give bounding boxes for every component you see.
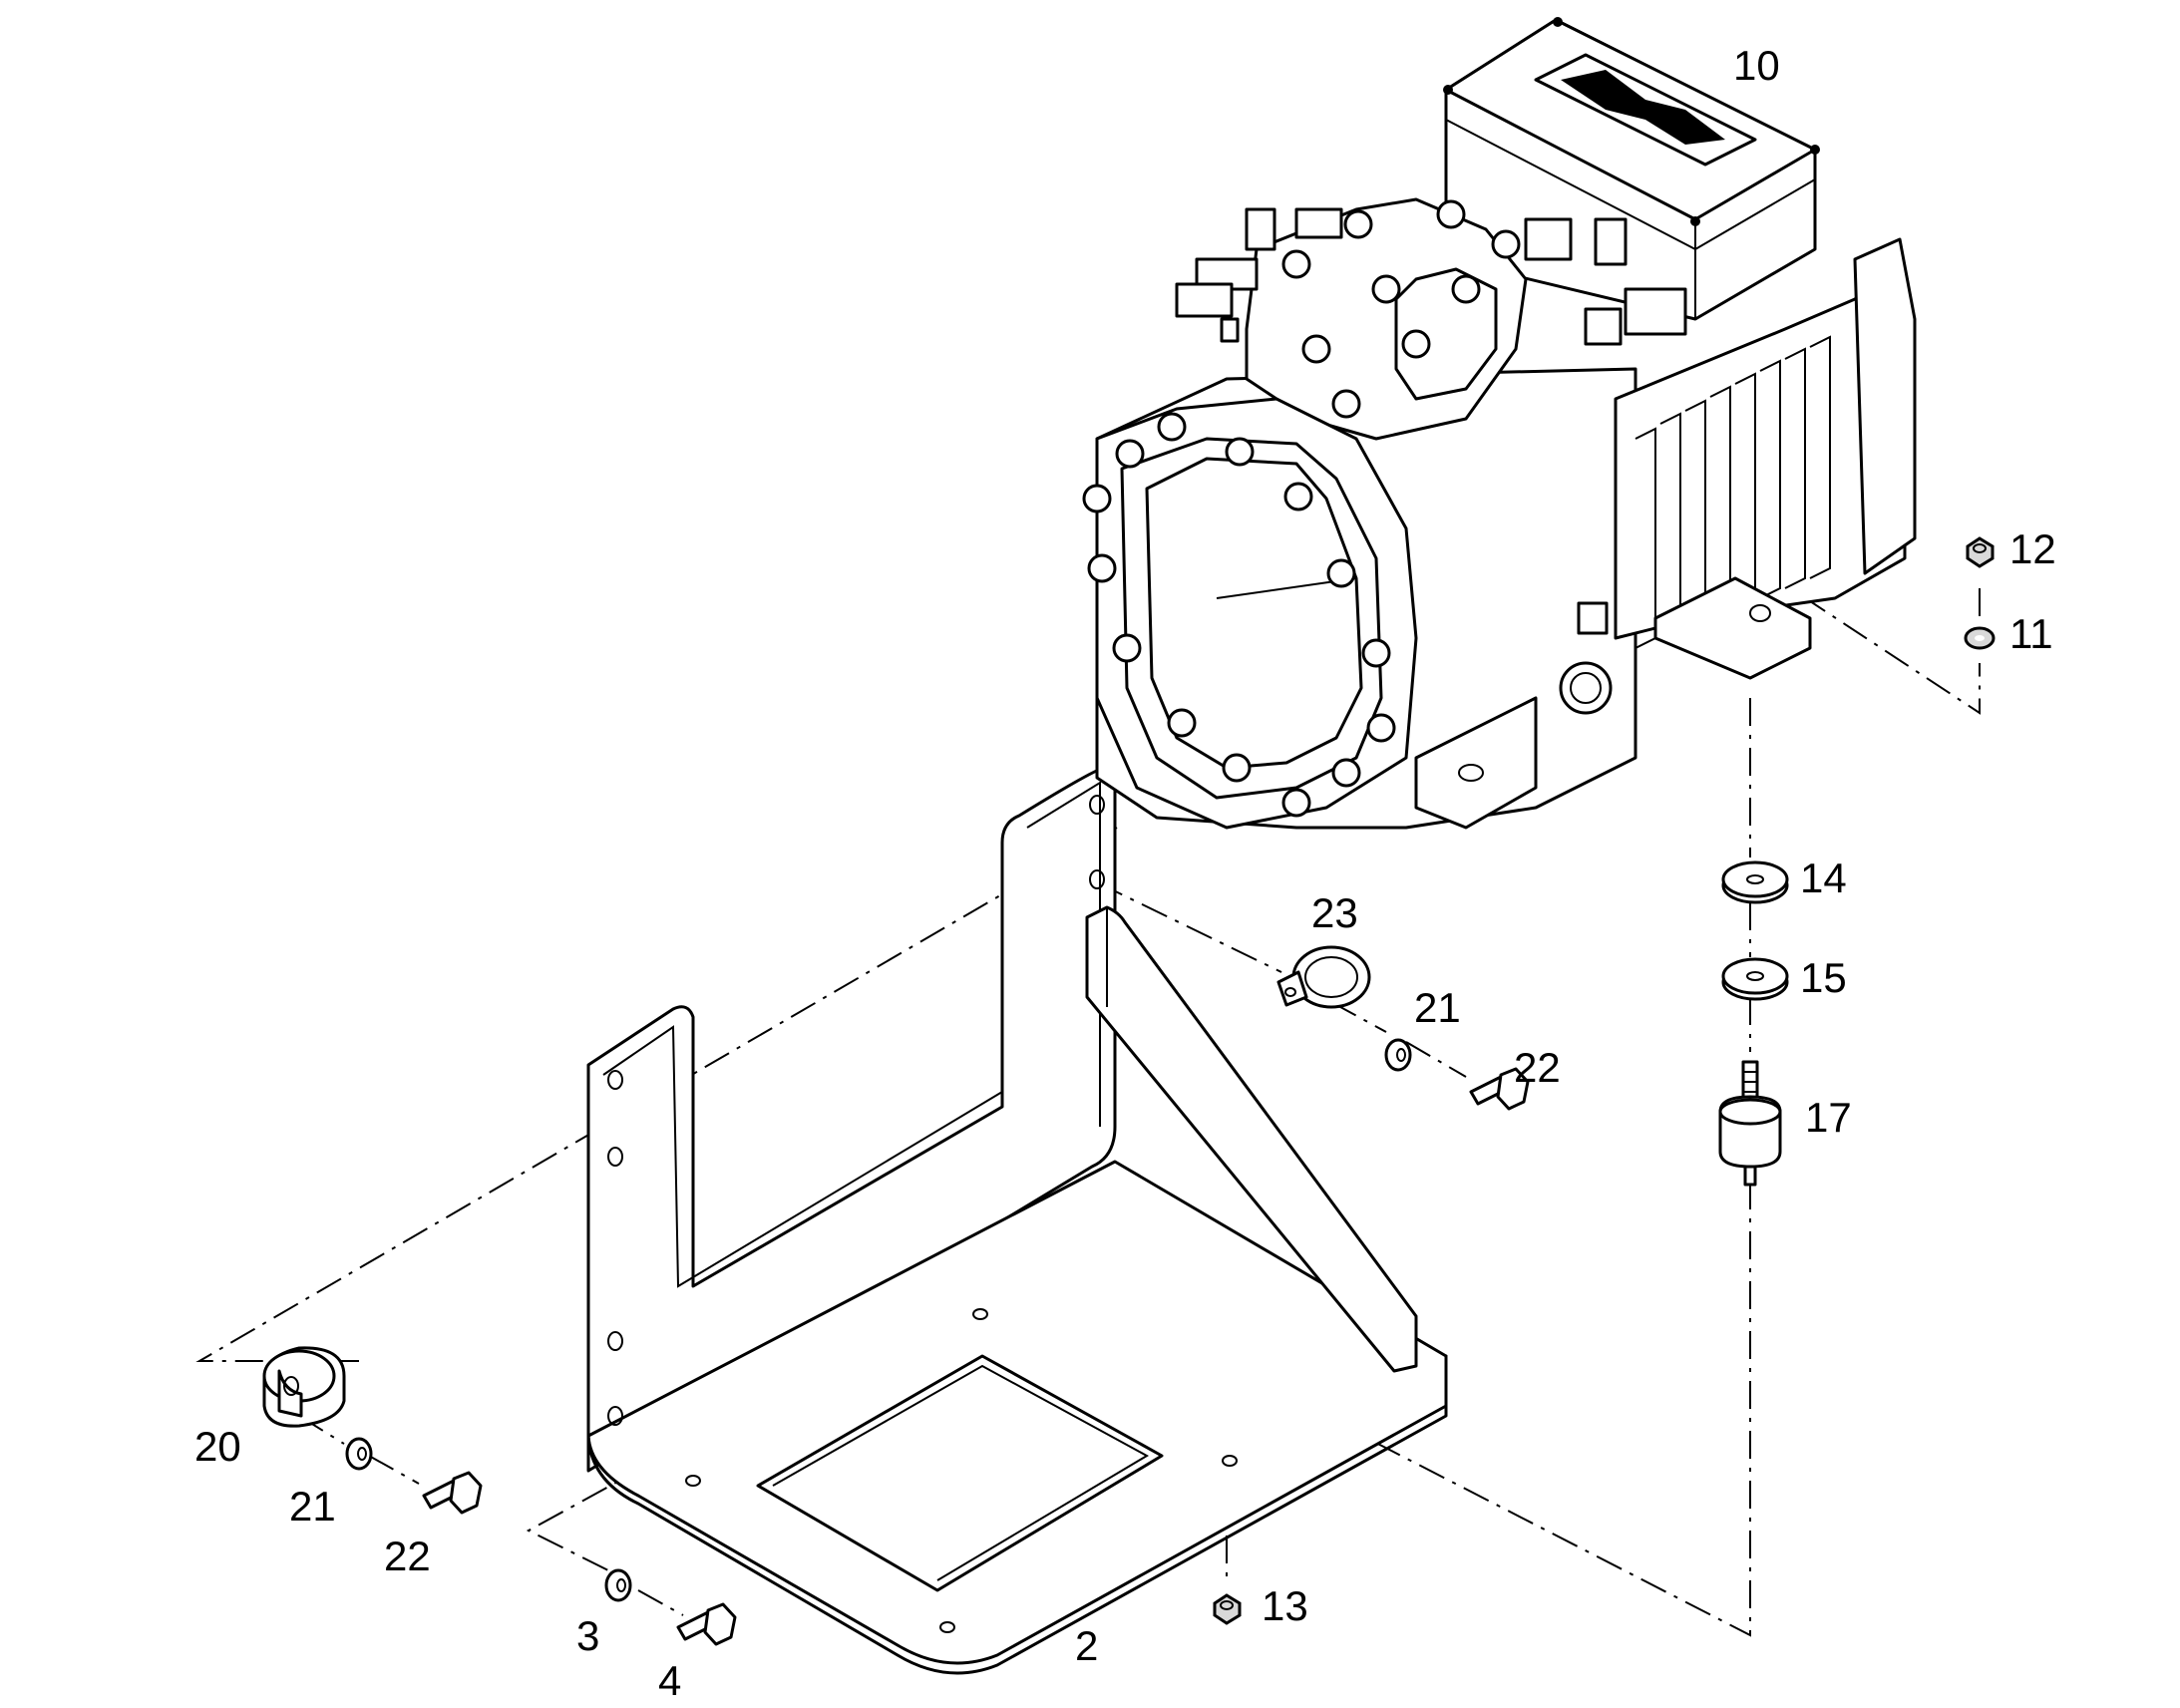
grommet-20 xyxy=(262,1346,346,1428)
callout-20: 20 xyxy=(194,1423,241,1470)
callout-22-right: 22 xyxy=(1514,1044,1561,1091)
logo-mark xyxy=(1561,70,1725,145)
callout-13: 13 xyxy=(1262,1582,1308,1629)
nut-13 xyxy=(1213,1593,1242,1625)
washer-21-right xyxy=(1384,1038,1412,1072)
nut-12 xyxy=(1966,536,1995,568)
head-bolts xyxy=(1281,199,1521,419)
callout-21-left: 21 xyxy=(289,1483,336,1530)
callout-14: 14 xyxy=(1800,854,1847,901)
washer-21-left xyxy=(345,1437,373,1471)
rubber-washer-15 xyxy=(1721,957,1789,1001)
bracket-holes xyxy=(607,795,1238,1633)
washer-11 xyxy=(1964,626,1996,650)
rubber-washer-14 xyxy=(1721,860,1789,904)
washer-3 xyxy=(604,1568,632,1602)
callout-21-right: 21 xyxy=(1414,984,1461,1031)
callout-2: 2 xyxy=(1075,1622,1098,1669)
callout-17: 17 xyxy=(1805,1094,1852,1141)
callout-labels: 10 12 11 14 15 17 23 21 22 20 21 22 3 4 … xyxy=(194,42,2056,1704)
sight-glass xyxy=(1559,661,1613,715)
bolt-22-right xyxy=(1469,1067,1530,1111)
base-bracket xyxy=(586,766,1448,1675)
cover-bolts xyxy=(1082,412,1396,818)
callout-15: 15 xyxy=(1800,954,1847,1001)
callout-4: 4 xyxy=(658,1657,681,1704)
callout-11: 11 xyxy=(2009,610,2053,657)
compressor xyxy=(1082,17,1917,830)
service-valves xyxy=(1175,207,1687,346)
callout-23: 23 xyxy=(1311,889,1358,936)
vibration-mount-17 xyxy=(1718,1060,1782,1187)
callout-10: 10 xyxy=(1733,42,1780,89)
callout-3: 3 xyxy=(576,1612,599,1659)
bolt-4 xyxy=(676,1602,737,1646)
pipe-clamp-23 xyxy=(1276,945,1371,1009)
callout-12: 12 xyxy=(2009,525,2056,572)
bolt-22-left xyxy=(422,1471,483,1515)
callout-22-left: 22 xyxy=(384,1533,431,1579)
